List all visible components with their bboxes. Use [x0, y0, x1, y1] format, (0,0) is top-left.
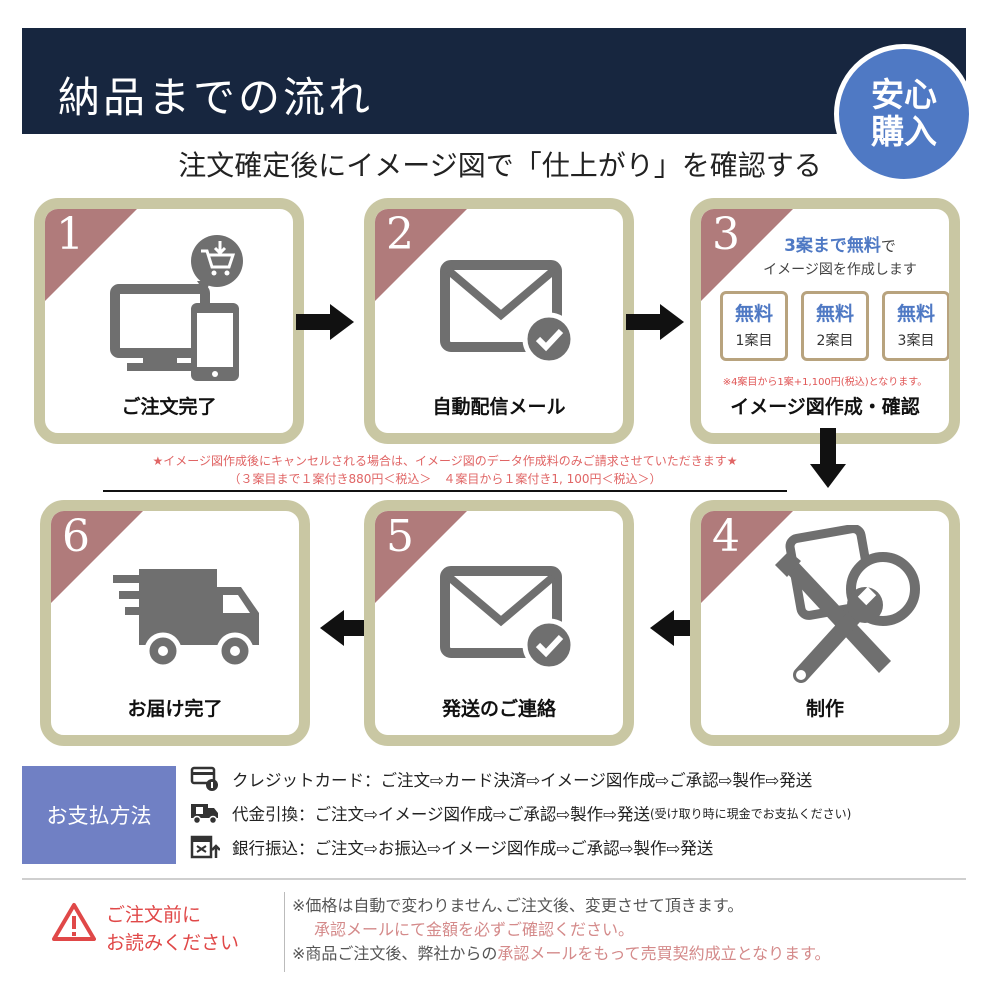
mail-check-icon	[440, 260, 576, 366]
badge-line1: 安心	[871, 75, 937, 115]
step-corner	[375, 209, 467, 301]
step-number: 5	[386, 511, 414, 562]
note-line2: 承認メールにて金額を必ずご確認ください。	[314, 920, 635, 939]
step-label: 制作	[805, 698, 844, 720]
payment-row-bank: 銀行振込：ご注文⇨お振込⇨イメージ図作成⇨ご承認⇨製作⇨発送	[190, 832, 713, 862]
step-card-1: 1 ご注文完了	[34, 198, 304, 444]
step-corner	[701, 511, 793, 603]
step-number: 2	[386, 209, 414, 260]
step-number: 3	[712, 209, 740, 260]
flow-subtitle: 注文確定後にイメージ図で「仕上がり」を確認する	[178, 149, 822, 182]
step-label: お届け完了	[127, 698, 223, 720]
free-plan-bottom: 1案目	[735, 333, 773, 349]
divider-line	[22, 878, 966, 880]
badge-line2: 購入	[871, 112, 937, 151]
free-plans-note: ※4案目から1案+1,100円(税込)となります。	[722, 377, 928, 388]
step-label: 発送のご連絡	[441, 698, 556, 720]
cancel-notice-line1: ★イメージ図作成後にキャンセルされる場合は、イメージ図のデータ作成料のみご請求さ…	[152, 454, 738, 468]
step-card-5: 5 発送のご連絡	[364, 500, 634, 746]
step-card-3: 3 3案まで無料で イメージ図を作成します 無料 1案目 無料 2案目 無料 3…	[690, 198, 960, 444]
delivery-truck-icon	[113, 569, 259, 670]
page-title: 納品までの流れ	[58, 73, 374, 122]
step-corner	[51, 511, 143, 603]
free-plan-top: 無料	[734, 303, 773, 325]
step-card-2: 2 自動配信メール	[364, 198, 634, 444]
free-plan-box-3: 無料 3案目	[882, 291, 949, 361]
step-corner	[375, 511, 467, 603]
payment-bank-text: 銀行振込：ご注文⇨お振込⇨イメージ図作成⇨ご承認⇨製作⇨発送	[232, 839, 714, 858]
free-plans-title: 3案まで無料で	[701, 231, 949, 256]
bank-transfer-icon	[190, 835, 220, 859]
free-plan-bottom: 2案目	[816, 333, 854, 349]
free-plan-top: 無料	[815, 303, 854, 325]
step-number: 1	[56, 209, 84, 260]
free-plan-box-2: 無料 2案目	[801, 291, 869, 361]
warning-icon	[52, 903, 96, 941]
note-line3-accent: 承認メールをもって売買契約成立となります。	[497, 944, 831, 963]
free-plan-bottom: 3案目	[897, 333, 935, 349]
step-label: 自動配信メール	[432, 396, 566, 418]
step-label: イメージ図作成・確認	[730, 396, 920, 418]
free-plans-accent: 3案まで無料	[784, 236, 881, 256]
arrow-right-icon	[296, 304, 354, 340]
payment-row-cod: 代金引換：ご注文⇨イメージ図作成⇨ご承認⇨製作⇨発送 (受け取り時に現金でお支払…	[190, 798, 851, 828]
payment-row-credit: クレジットカード：ご注文⇨カード決済⇨イメージ図作成⇨ご承認⇨製作⇨発送	[190, 764, 812, 794]
step-number: 6	[62, 511, 90, 562]
computer-phone-cart-icon	[110, 235, 243, 381]
step-card-4: 4 制作	[690, 500, 960, 746]
payment-credit-text: クレジットカード：ご注文⇨カード決済⇨イメージ図作成⇨ご承認⇨製作⇨発送	[232, 771, 813, 790]
free-plan-box-1: 無料 1案目	[720, 291, 788, 361]
payment-cod-note: (受け取り時に現金でお支払ください)	[649, 806, 852, 821]
payment-method-label: お支払方法	[22, 766, 176, 864]
warning-line2: お読みください	[106, 931, 240, 954]
header-bar	[22, 28, 966, 134]
step-card-6: 6 お届け完了	[40, 500, 310, 746]
step-corner	[701, 209, 793, 301]
note-line3: ※商品ご注文後、弊社からの承認メールをもって売買契約成立となります。	[292, 942, 831, 966]
cash-on-delivery-icon	[191, 804, 218, 825]
note-line1: ※価格は自動で変わりません､ご注文後、変更させて頂きます。	[292, 896, 744, 915]
step-label: ご注文完了	[121, 396, 217, 418]
warning-line1: ご注文前に	[106, 904, 202, 926]
cancel-notice-line2: （３案目まで１案付き880円＜税込＞ ４案目から１案付き1, 100円＜税込＞）	[228, 472, 662, 486]
free-plan-top: 無料	[896, 303, 935, 325]
read-before-order: ご注文前に お読みください	[106, 902, 239, 957]
tools-icon	[775, 525, 920, 683]
divider-line	[103, 490, 787, 492]
vertical-divider	[284, 892, 285, 972]
credit-card-icon	[190, 766, 218, 791]
step-number: 4	[712, 511, 740, 562]
free-plans-suffix: で	[880, 237, 896, 255]
note-line3-prefix: ※商品ご注文後、弊社からの	[292, 944, 498, 963]
safe-purchase-badge: 安心 購入	[834, 44, 974, 184]
arrow-down-icon	[810, 428, 846, 488]
payment-cod-text: 代金引換：ご注文⇨イメージ図作成⇨ご承認⇨製作⇨発送	[232, 805, 650, 824]
order-notes: ※価格は自動で変わりません､ご注文後、変更させて頂きます。 承認メールにて金額を…	[292, 894, 831, 966]
arrow-right-icon	[626, 304, 684, 340]
mail-check-icon	[440, 566, 576, 672]
free-plans-subtitle: イメージ図を作成します	[763, 262, 917, 278]
